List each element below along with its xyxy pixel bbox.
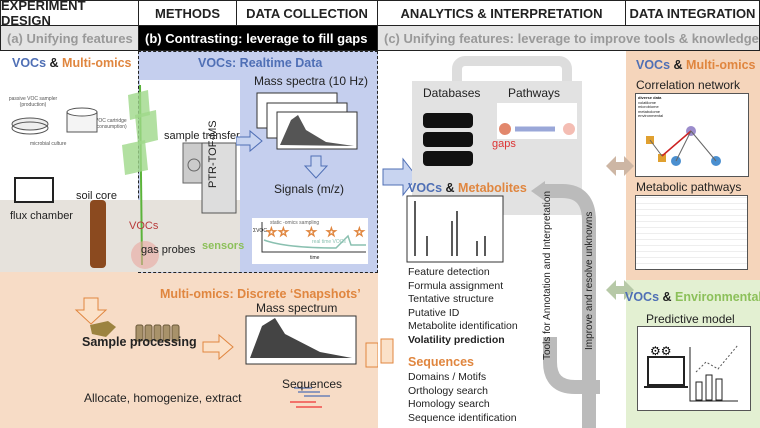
realtime-vocs-label: real time VOCs xyxy=(312,239,346,245)
header-experiment-design: EXPERIMENT DESIGN xyxy=(0,0,139,28)
tools-arrow-label: Tools for Annotation and Interpretation xyxy=(542,190,553,360)
experiment-title: VOCs & Multi-omics xyxy=(12,56,132,70)
soil-band xyxy=(0,200,240,272)
steps-label: Allocate, homogenize, extract xyxy=(84,391,242,405)
svg-text:☆: ☆ xyxy=(326,225,337,239)
svg-text:☆: ☆ xyxy=(306,225,317,239)
snapshots-title: Multi-omics: Discrete ‘Snapshots’ xyxy=(160,287,361,301)
header-methods: METHODS xyxy=(138,0,237,26)
integration-title: VOCs & Multi-omics xyxy=(636,58,756,72)
double-arrows xyxy=(606,156,634,300)
sequences-title: Sequences xyxy=(408,355,475,369)
metabolic-label: Metabolic pathways xyxy=(636,180,742,194)
predictive-label: Predictive model xyxy=(646,312,735,326)
list-item: Homology search xyxy=(408,398,490,410)
realtime-graphics: ☆☆☆☆☆ xyxy=(236,92,368,264)
gas-probes-label: gas probes xyxy=(141,244,196,256)
list-item: Putative ID xyxy=(408,306,460,319)
sequence-steps: Domains / Motifs Orthology search Homolo… xyxy=(408,371,517,425)
experiment-illustration xyxy=(11,107,106,268)
metabolic-pathways-image xyxy=(635,195,748,270)
analytics-graphics xyxy=(380,56,600,428)
metabolites-title: VOCs & Metabolites xyxy=(408,181,527,195)
header-data-collection: DATA COLLECTION xyxy=(236,0,378,26)
metabolite-steps: Feature detection Formula assignment Ten… xyxy=(408,266,518,347)
list-item: Metabolite identification xyxy=(408,320,518,332)
pathways-label: Pathways xyxy=(508,86,561,100)
env-title: VOCs & Environmental xyxy=(625,290,760,304)
subheader-a: (a) Unifying features xyxy=(0,25,139,51)
list-item: Orthology search xyxy=(408,384,488,397)
databases-label: Databases xyxy=(423,86,481,100)
subheader-b: (b) Contrasting: leverage to fill gaps xyxy=(138,25,378,51)
sample-transfer-label: sample transfer xyxy=(164,130,240,142)
sequences-label: Sequences xyxy=(282,377,343,391)
gaps-label: gaps xyxy=(492,138,516,150)
sample-processing-label: Sample processing xyxy=(82,335,197,349)
svg-text:☆: ☆ xyxy=(266,225,277,239)
list-item: Tentative structure xyxy=(408,293,494,305)
svg-text:☆: ☆ xyxy=(354,225,365,239)
flux-chamber-label: flux chamber xyxy=(10,210,73,222)
list-item: Domains / Motifs xyxy=(408,371,487,383)
list-item: Sequence identification xyxy=(408,411,517,424)
predictive-model-image: ⚙⚙ xyxy=(637,326,751,411)
correlation-label: Correlation network xyxy=(636,78,741,92)
svg-text:⚙⚙: ⚙⚙ xyxy=(650,344,672,358)
improve-arrow-label: Improve and resolve unknowns xyxy=(584,211,595,350)
soil-core-label: soil core xyxy=(76,190,117,202)
vocs-label: VOCs xyxy=(129,220,159,232)
realtime-title: VOCs: Realtime Data xyxy=(198,56,323,70)
subheader-c: (c) Unifying features: leverage to impro… xyxy=(377,25,760,51)
sensors-label: sensors xyxy=(202,240,245,252)
mass-spectrum-label: Mass spectrum xyxy=(256,301,338,315)
list-item: Formula assignment xyxy=(408,279,504,292)
mass-spectra-label: Mass spectra (10 Hz) xyxy=(254,74,369,88)
passive-sampler-label: passive VOC sampler (production) xyxy=(8,96,58,108)
plant-illustration xyxy=(122,85,237,269)
static-sampling-label: static -omics sampling xyxy=(270,220,320,226)
signals-label: Signals (m/z) xyxy=(274,182,345,196)
header-analytics: ANALYTICS & INTERPRETATION xyxy=(377,0,626,26)
voc-axis-label: ΣVOC xyxy=(253,228,267,234)
snapshot-graphics xyxy=(74,297,378,408)
time-axis-label: time xyxy=(310,255,320,261)
cartridge-label: VOC cartridge (consumption) xyxy=(95,118,127,130)
ptr-tof-ms-label: PTR-TOF-MS xyxy=(207,120,219,188)
header-data-integration: DATA INTEGRATION xyxy=(625,0,760,26)
list-item: Feature detection xyxy=(408,266,490,278)
svg-text:☆: ☆ xyxy=(278,225,289,239)
volatility-prediction: Volatility prediction xyxy=(408,333,505,346)
culture-label: microbial culture xyxy=(30,141,67,147)
